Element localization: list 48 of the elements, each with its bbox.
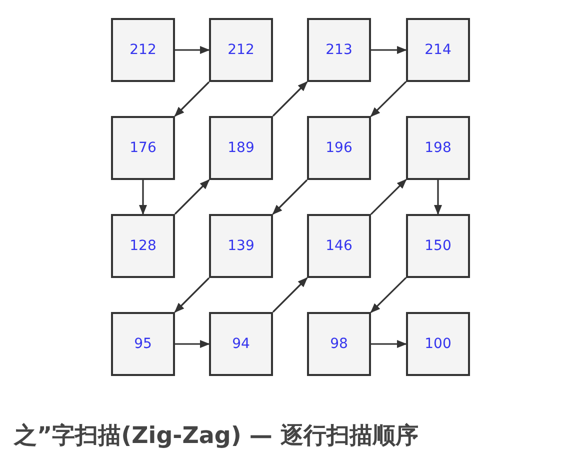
arrow bbox=[272, 81, 308, 117]
caption: 之”字扫描(Zig-Zag) — 逐行扫描顺序 bbox=[14, 422, 418, 451]
value-box bbox=[406, 18, 470, 82]
value-text: 196 bbox=[326, 140, 352, 156]
arrow bbox=[174, 179, 210, 215]
value-box bbox=[209, 214, 273, 278]
value-text: 95 bbox=[134, 336, 152, 352]
value-text: 189 bbox=[228, 140, 254, 156]
value-box bbox=[209, 116, 273, 180]
value-text: 150 bbox=[424, 238, 452, 254]
value-text: 100 bbox=[424, 336, 452, 352]
arrow bbox=[272, 277, 308, 313]
value-box bbox=[307, 116, 371, 180]
arrow bbox=[370, 178, 407, 215]
arrow bbox=[272, 179, 308, 215]
value-box bbox=[406, 312, 470, 376]
value-box bbox=[307, 18, 371, 82]
value-box bbox=[307, 312, 371, 376]
arrow bbox=[174, 277, 210, 313]
value-text: 212 bbox=[130, 42, 156, 58]
value-text: 139 bbox=[228, 238, 254, 254]
arrow bbox=[370, 277, 407, 314]
value-box bbox=[111, 116, 175, 180]
value-text: 214 bbox=[424, 42, 452, 58]
arrow bbox=[370, 81, 407, 118]
value-box bbox=[209, 18, 273, 82]
arrow bbox=[175, 340, 210, 348]
value-text: 94 bbox=[232, 336, 250, 352]
arrow bbox=[175, 46, 210, 54]
value-box bbox=[111, 312, 175, 376]
value-box bbox=[307, 214, 371, 278]
arrow bbox=[371, 46, 407, 54]
value-box bbox=[111, 18, 175, 82]
arrow bbox=[174, 81, 210, 117]
arrow bbox=[371, 340, 407, 348]
value-box bbox=[406, 214, 470, 278]
value-box bbox=[406, 116, 470, 180]
value-text: 212 bbox=[228, 42, 254, 58]
arrow bbox=[434, 180, 442, 215]
value-text: 198 bbox=[424, 140, 452, 156]
arrow bbox=[139, 180, 147, 215]
value-box bbox=[111, 214, 175, 278]
value-text: 213 bbox=[326, 42, 352, 58]
value-text: 146 bbox=[326, 238, 352, 254]
value-text: 128 bbox=[130, 238, 156, 254]
value-box bbox=[209, 312, 273, 376]
value-text: 176 bbox=[130, 140, 156, 156]
value-text: 98 bbox=[330, 336, 348, 352]
